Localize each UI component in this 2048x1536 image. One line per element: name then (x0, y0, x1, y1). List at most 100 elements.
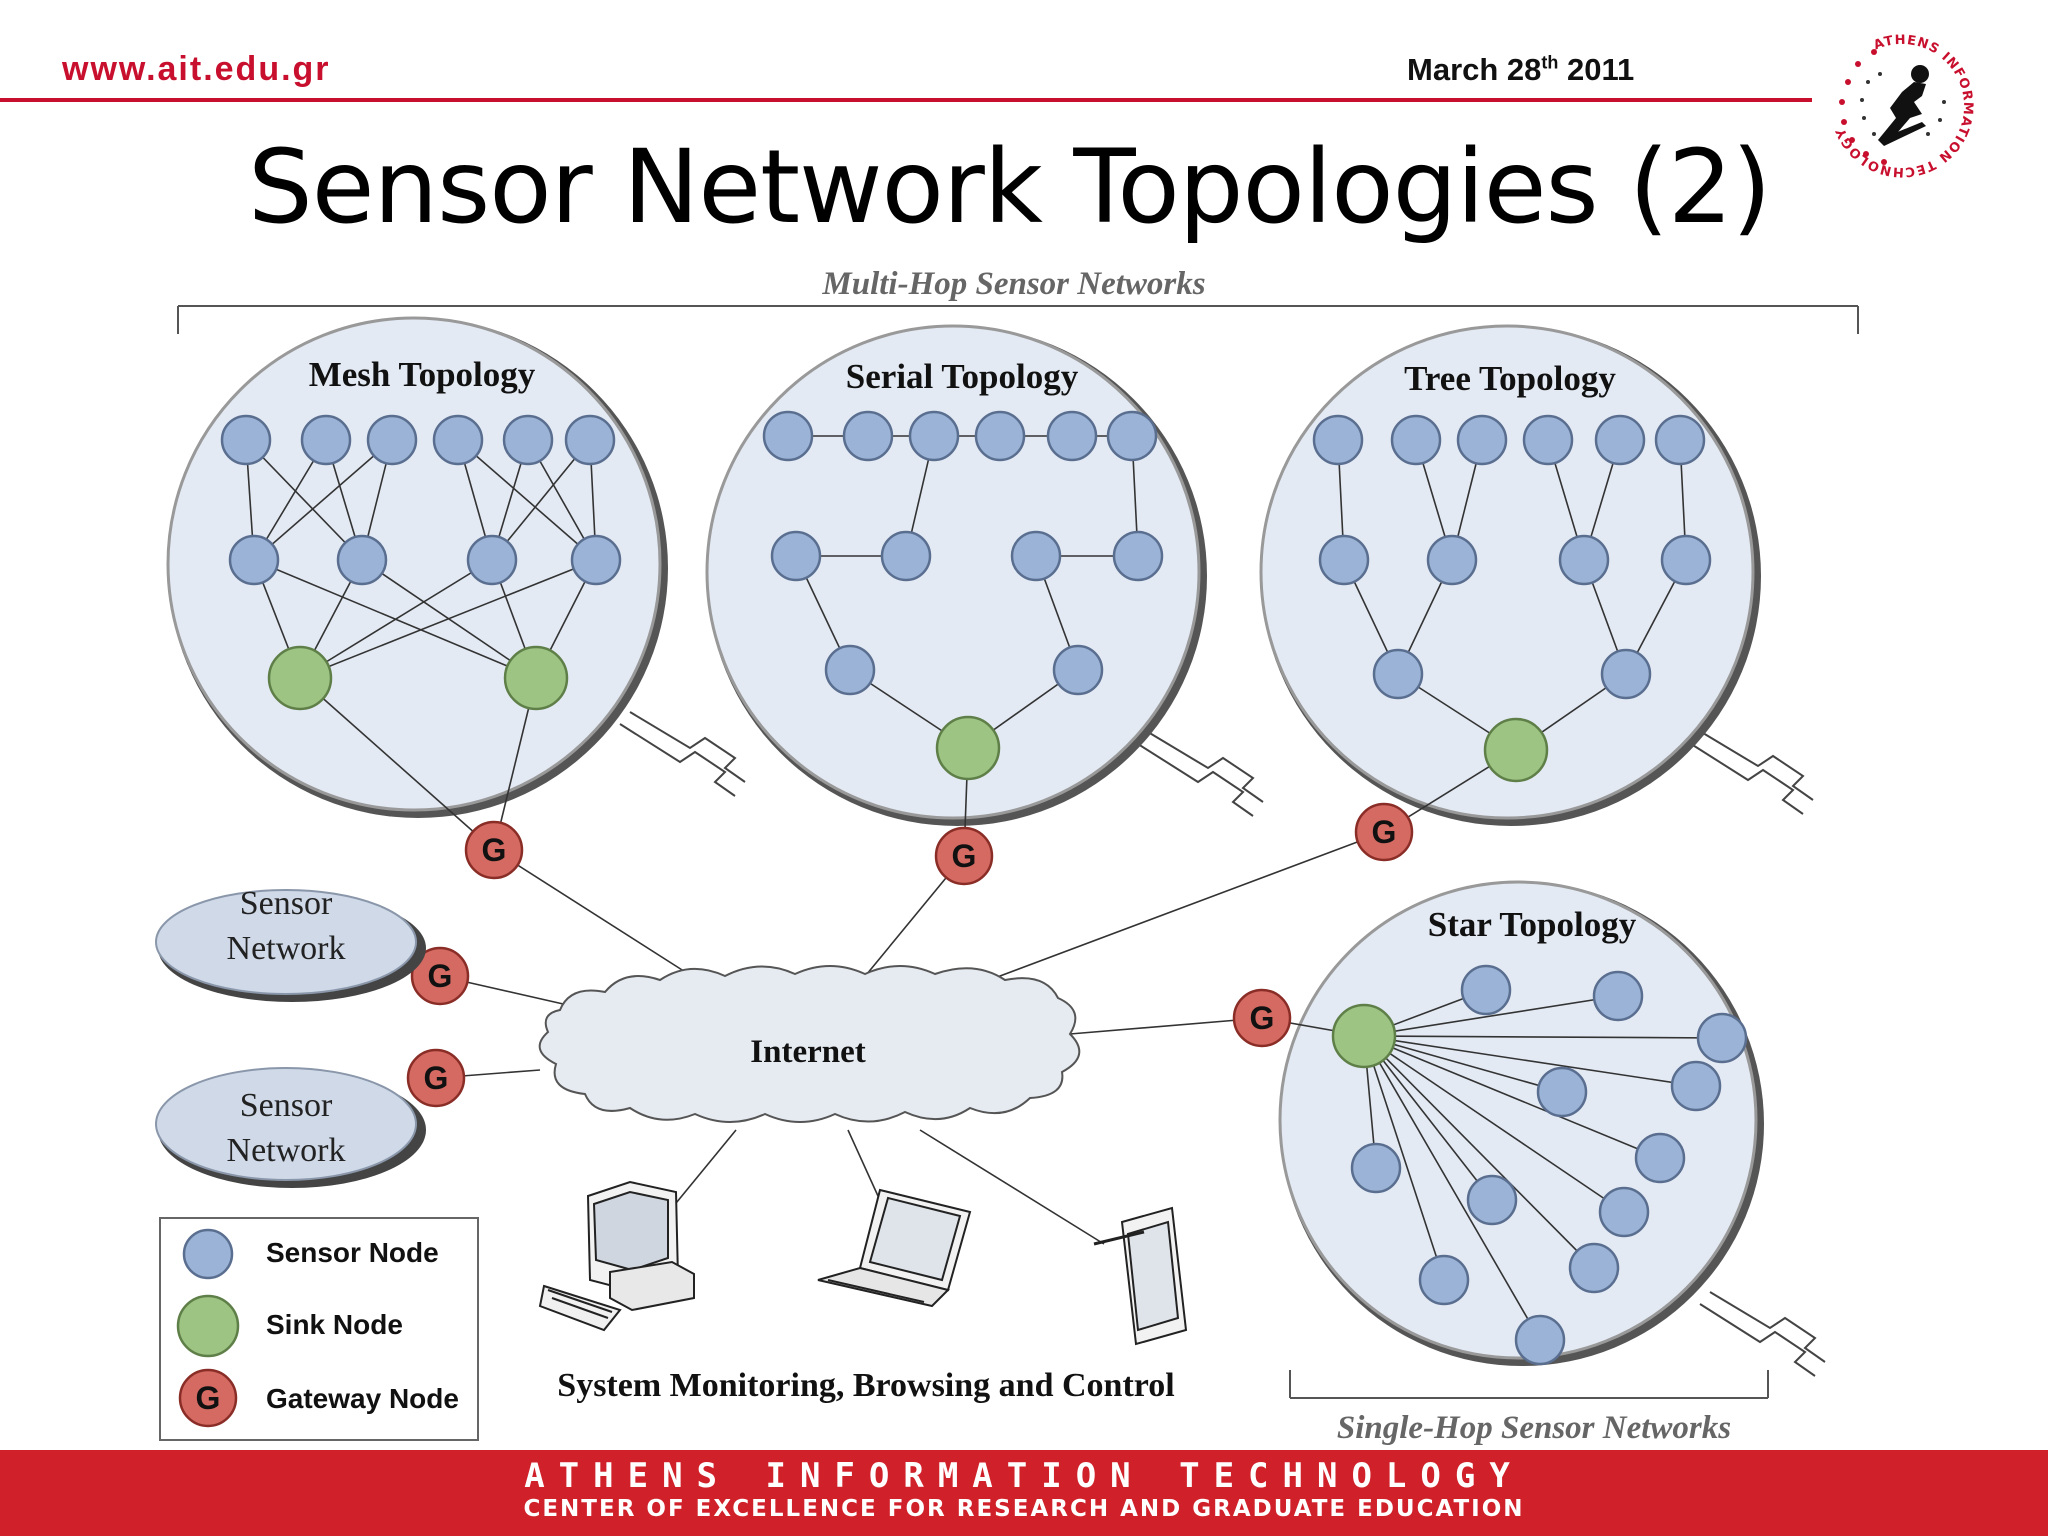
sensor-node (1568, 1242, 1620, 1294)
legend-gateway-node-label: Gateway Node (266, 1383, 459, 1414)
star-topology-title: Star Topology (1428, 905, 1637, 944)
gateway-node: G (406, 1048, 466, 1108)
single-hop-label: Single-Hop Sensor Networks (1337, 1410, 1731, 1446)
gateway-node: G (1232, 988, 1292, 1048)
sensor-node (1112, 530, 1164, 582)
svg-text:Sensor: Sensor (240, 1087, 333, 1124)
sensor-node (1318, 534, 1370, 586)
sensor-node (466, 534, 518, 586)
region-connectors (619, 711, 1826, 1377)
sensor-node (762, 410, 814, 462)
gateway-node: G (1354, 802, 1414, 862)
tablet-icon (1093, 1206, 1188, 1346)
sensor-node (1466, 1174, 1518, 1226)
laptop-icon (817, 1188, 972, 1308)
sensor-node (1670, 1060, 1722, 1112)
header-divider (0, 98, 1812, 102)
sensor-node (880, 530, 932, 582)
sensor-node (564, 414, 616, 466)
gateway-nodes: G G G G G G (406, 802, 1414, 1108)
sensor-node (502, 414, 554, 466)
sensor-node (770, 530, 822, 582)
legend-sink-node-label: Sink Node (266, 1309, 403, 1340)
sensor-node (1594, 414, 1646, 466)
sensor-node (1350, 1142, 1402, 1194)
internet-label: Internet (750, 1034, 865, 1070)
gateway-node: G (464, 820, 524, 880)
monitoring-caption: System Monitoring, Browsing and Control (557, 1367, 1174, 1404)
sensor-node (908, 410, 960, 462)
single-hop-bracket (1289, 1370, 1769, 1399)
sensor-node (336, 534, 388, 586)
multi-hop-bracket (177, 305, 1859, 334)
svg-text:G: G (428, 958, 453, 994)
sink-nodes (267, 645, 1549, 1069)
legend: G Sensor Node Sink Node Gateway Node (159, 1217, 479, 1441)
svg-text:G: G (1372, 814, 1397, 850)
sensor-node (220, 414, 272, 466)
svg-text:G: G (196, 1380, 221, 1416)
svg-text:G: G (424, 1060, 449, 1096)
website-url[interactable]: www.ait.edu.gr (62, 50, 331, 88)
sensor-node (1660, 534, 1712, 586)
mesh-topology-title: Mesh Topology (309, 355, 536, 394)
sensor-node (1598, 1186, 1650, 1238)
sensor-node (842, 410, 894, 462)
sensor-node (1426, 534, 1478, 586)
sensor-node (1522, 414, 1574, 466)
sensor-node (366, 414, 418, 466)
sensor-node (570, 534, 622, 586)
sink-node (935, 715, 1001, 781)
sensor-network-1: Sensor Network (155, 885, 426, 1002)
ait-logo-icon: ATHENS INFORMATION TECHNOLOGY (1826, 30, 1978, 182)
svg-text:Network: Network (227, 930, 346, 967)
sensor-node (1456, 414, 1508, 466)
multi-hop-label: Multi-Hop Sensor Networks (821, 266, 1205, 302)
sensor-node (1312, 414, 1364, 466)
sink-node (1331, 1003, 1397, 1069)
sensor-network-2: Sensor Network (155, 1067, 426, 1188)
gateway-node: G (410, 946, 470, 1006)
svg-text:G: G (952, 838, 977, 874)
desktop-computer-icon (538, 1180, 695, 1332)
sensor-node (1052, 644, 1104, 696)
sensor-node (1634, 1132, 1686, 1184)
gateway-node: G (934, 826, 994, 886)
sensor-nodes (220, 410, 1748, 1366)
svg-text:G: G (482, 832, 507, 868)
sensor-node (1106, 410, 1158, 462)
svg-text:Network: Network (227, 1132, 346, 1169)
sensor-node (1460, 964, 1512, 1016)
sensor-node (1046, 410, 1098, 462)
sensor-node (1600, 648, 1652, 700)
footer-subtitle: CENTER OF EXCELLENCE FOR RESEARCH AND GR… (523, 1496, 1525, 1522)
internet-cloud: Internet (538, 965, 1081, 1123)
svg-text:Sensor: Sensor (240, 885, 333, 922)
tree-topology-title: Tree Topology (1404, 359, 1616, 398)
legend-sensor-node-label: Sensor Node (266, 1237, 439, 1268)
sensor-node (1390, 414, 1442, 466)
sensor-node (300, 414, 352, 466)
star-region (1278, 880, 1764, 1366)
sensor-node (1558, 534, 1610, 586)
sensor-node (1372, 648, 1424, 700)
sensor-node (432, 414, 484, 466)
sensor-node (824, 644, 876, 696)
sensor-node (1696, 1012, 1748, 1064)
sensor-node (1418, 1254, 1470, 1306)
serial-topology-title: Serial Topology (846, 357, 1079, 396)
legend-sensor-node-swatch (182, 1228, 234, 1280)
star-links (1363, 989, 1723, 1341)
sensor-node (1514, 1314, 1566, 1366)
footer-title: ATHENS INFORMATION TECHNOLOGY (524, 1456, 1524, 1496)
legend-gateway-node-swatch (178, 1368, 238, 1428)
legend-sink-node-swatch (176, 1294, 240, 1358)
sensor-node (1010, 530, 1062, 582)
svg-text:G: G (1250, 1000, 1275, 1036)
sensor-node (974, 410, 1026, 462)
sink-node (503, 645, 569, 711)
footer-banner: ATHENS INFORMATION TECHNOLOGY CENTER OF … (0, 1450, 2048, 1536)
slide-date: March 28th 2011 (1407, 52, 1635, 87)
sensor-node (228, 534, 280, 586)
